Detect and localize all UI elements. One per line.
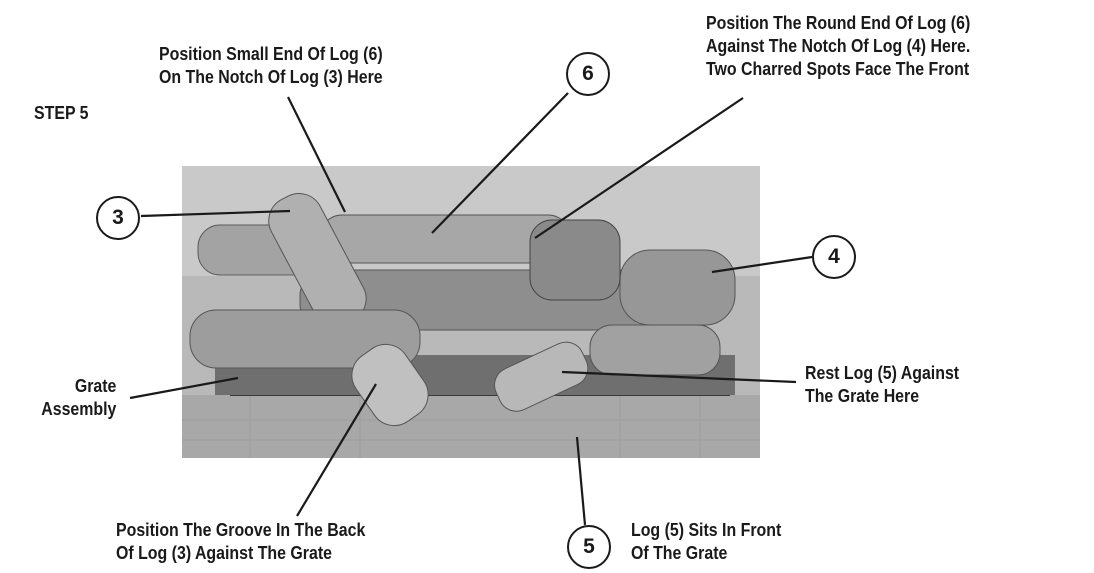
- log-number-5: 5: [567, 525, 611, 569]
- log-number-4-text: 4: [828, 245, 840, 269]
- callout-log5-front: Log (5) Sits In Front Of The Grate: [631, 518, 781, 564]
- callout-small-end: Position Small End Of Log (6) On The Not…: [159, 42, 383, 88]
- callout-round-end: Position The Round End Of Log (6) Agains…: [706, 11, 970, 80]
- log-right: [590, 325, 720, 375]
- log-number-5-text: 5: [583, 535, 595, 559]
- log-number-6-text: 6: [582, 62, 594, 86]
- log-number-3-text: 3: [112, 206, 124, 230]
- log-4: [620, 250, 735, 325]
- log-4-charred: [530, 220, 620, 300]
- callout-groove: Position The Groove In The Back Of Log (…: [116, 518, 365, 564]
- log-number-3: 3: [96, 196, 140, 240]
- callout-rest-log: Rest Log (5) Against The Grate Here: [805, 361, 959, 407]
- step-label: STEP 5: [34, 101, 89, 124]
- log-number-4: 4: [812, 235, 856, 279]
- callout-grate-assembly: Grate Assembly: [41, 374, 116, 420]
- log-number-6: 6: [566, 52, 610, 96]
- fireplace-floor: [182, 395, 760, 458]
